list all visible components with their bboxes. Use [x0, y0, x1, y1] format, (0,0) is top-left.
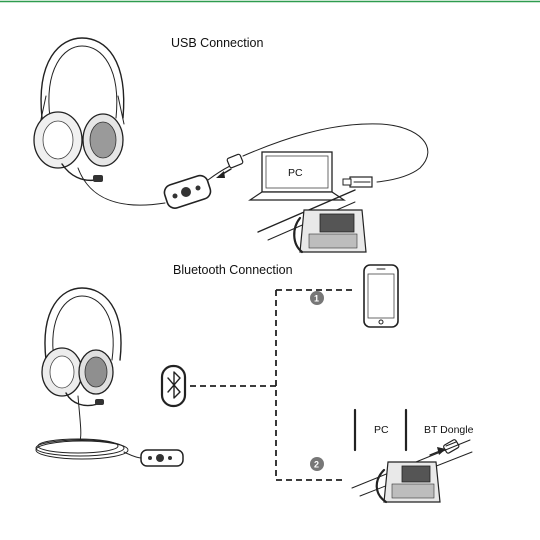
usb-section-title: USB Connection	[171, 36, 263, 50]
usb-pc-label: PC	[288, 167, 303, 179]
step-badge-1: 1	[310, 291, 324, 305]
usb-plug-icon	[342, 176, 373, 188]
desk-phone-icon	[257, 189, 367, 254]
headset-icon	[33, 37, 125, 182]
inline-control-icon	[140, 449, 184, 467]
bt-dongle-icon	[443, 439, 460, 454]
desk-phone-icon	[351, 439, 473, 504]
svg-text:2: 2	[314, 460, 319, 470]
headset-icon	[41, 287, 122, 407]
usb-plug-icon	[216, 153, 244, 178]
bluetooth-links	[190, 289, 354, 481]
step-badge-2: 2	[310, 457, 324, 471]
bluetooth-section-title: Bluetooth Connection	[173, 263, 293, 277]
smartphone-icon	[363, 264, 399, 328]
bluetooth-pc-label: PC	[374, 424, 389, 436]
inline-control-icon	[163, 174, 212, 209]
svg-text:1: 1	[314, 294, 319, 304]
coiled-cable	[35, 395, 143, 460]
laptop-icon: PC	[353, 408, 408, 452]
laptop-icon: PC	[248, 151, 346, 201]
bt-dongle-label: BT Dongle	[424, 424, 474, 436]
bluetooth-icon	[160, 364, 187, 408]
